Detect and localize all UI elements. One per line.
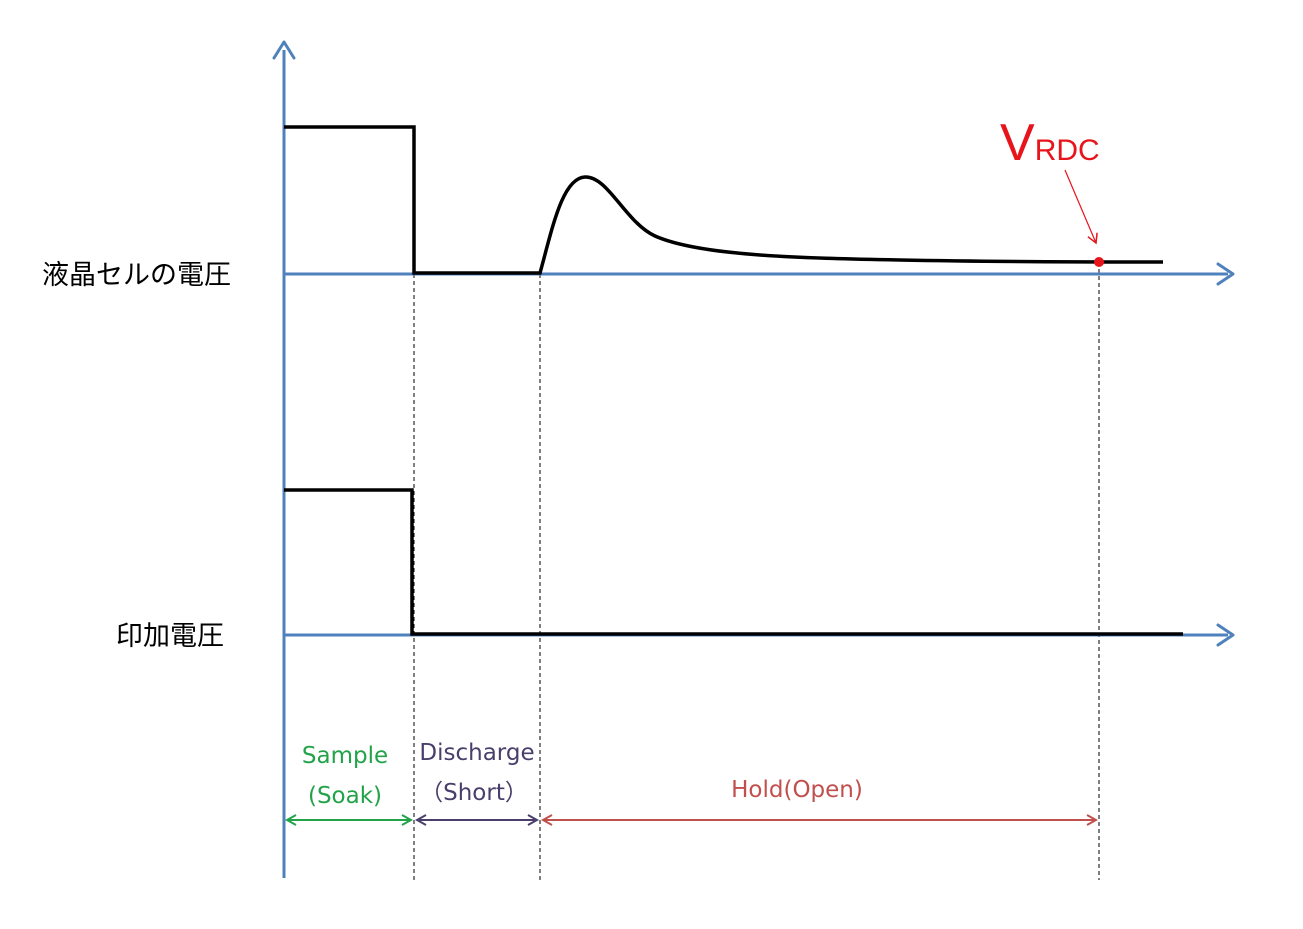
phase-sample-line1: Sample [302, 743, 388, 769]
cell-voltage-waveform [284, 125, 1164, 275]
cell-voltage-label: 液晶セルの電圧 [42, 260, 231, 291]
applied-voltage-axis-arrowhead [1216, 623, 1235, 647]
phase-discharge-line1: Discharge [419, 740, 534, 766]
phase-hold-label: Hold(Open) [731, 777, 863, 803]
vertical-axis-arrowhead [272, 40, 296, 60]
vrdc-label-v: V [1000, 114, 1035, 172]
phase-sample-line2: (Soak) [308, 783, 382, 809]
applied-voltage-label: 印加電圧 [116, 621, 224, 652]
phase-discharge-line2: （Short） [420, 780, 528, 806]
vrdc-label-subscript: RDC [1035, 134, 1100, 167]
vrdc-label: VRDC [1000, 114, 1100, 172]
cell-voltage-axis-arrowhead [1216, 262, 1235, 286]
vrdc-pointer-arrow [1064, 169, 1098, 245]
vrdc-point [1094, 257, 1104, 267]
applied-voltage-waveform [284, 488, 1183, 636]
